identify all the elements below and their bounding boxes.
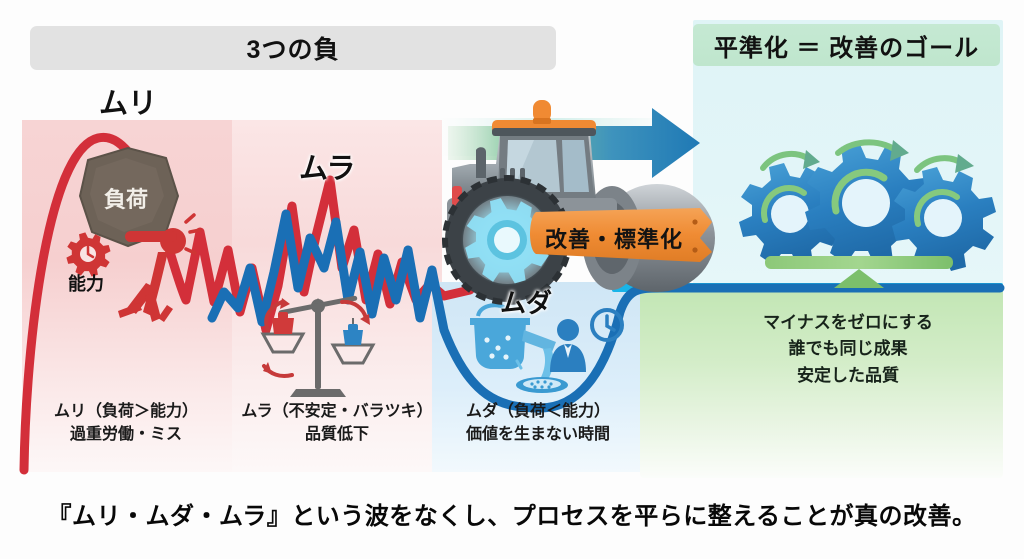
header-bar-goal: 平準化 ＝ 改善のゴール [693, 24, 1000, 66]
header-bar-three-burdens: 3つの負 [30, 26, 556, 70]
caption-muri-line1: ムリ（負荷＞能力） [53, 403, 198, 420]
gear-glow-icon [465, 198, 551, 284]
three-gears-icon [739, 139, 996, 288]
watering-can-icon [470, 303, 556, 369]
fulcrum-icon [834, 269, 884, 288]
scale-arrowheads [263, 298, 370, 374]
header-right-label: 平準化 ＝ 改善のゴール [713, 34, 980, 62]
goal-benefits-list: マイナスをゼロにする 誰でも同じ成果 安定した品質 [700, 310, 996, 389]
road-roller-icon [442, 100, 715, 305]
scale-pan-right [330, 318, 376, 365]
rock-icon [78, 146, 180, 248]
kaizen-banner-label: 改善・標準化 [545, 227, 684, 252]
scale-pan-left [260, 311, 306, 354]
label-muda: ムダ [500, 288, 553, 318]
caption-mura-line2: 品質低下 [304, 426, 369, 444]
label-muri: ムリ [99, 88, 158, 120]
clock-icon [590, 308, 624, 342]
caption-muda: ムダ（負荷＜能力） 価値を生まない時間 [432, 400, 644, 446]
footer-caption: 『ムリ・ムダ・ムラ』という波をなくし、プロセスを平らに整えることが真の改善。 [47, 503, 977, 530]
goal-point-2: 誰でも同じ成果 [788, 339, 908, 359]
goal-point-1: マイナスをゼロにする [763, 313, 933, 332]
caption-muri: ムリ（負荷＞能力） 過重労働・ミス [18, 400, 234, 446]
caption-mura-line1: ムラ（不安定・バラツキ） [241, 403, 433, 420]
caption-muda-line2: 価値を生まない時間 [465, 426, 610, 444]
label-mura: ムラ [299, 153, 356, 185]
zone-goal-bottom-background [640, 288, 1003, 478]
caption-muri-line2: 過重労働・ミス [69, 426, 182, 444]
kaizen-banner [530, 208, 712, 262]
water-stream [538, 348, 554, 383]
gear-icon [66, 232, 111, 277]
goal-point-3: 安定した品質 [797, 365, 899, 385]
blue-wave-path [207, 209, 1005, 413]
rock-load-label: 負荷 [104, 187, 149, 212]
person-icon [550, 319, 586, 372]
balance-beam [765, 256, 953, 269]
caption-mura: ムラ（不安定・バラツキ） 品質低下 [226, 400, 448, 446]
unbalanced-scale-icon [260, 295, 376, 397]
caption-muda-line1: ムダ（負荷＜能力） [465, 403, 610, 420]
capability-label: 能力 [68, 274, 104, 294]
header-left-label: 3つの負 [246, 36, 340, 64]
rotation-arrowheads [803, 140, 974, 173]
person-lifting-icon [118, 213, 202, 322]
